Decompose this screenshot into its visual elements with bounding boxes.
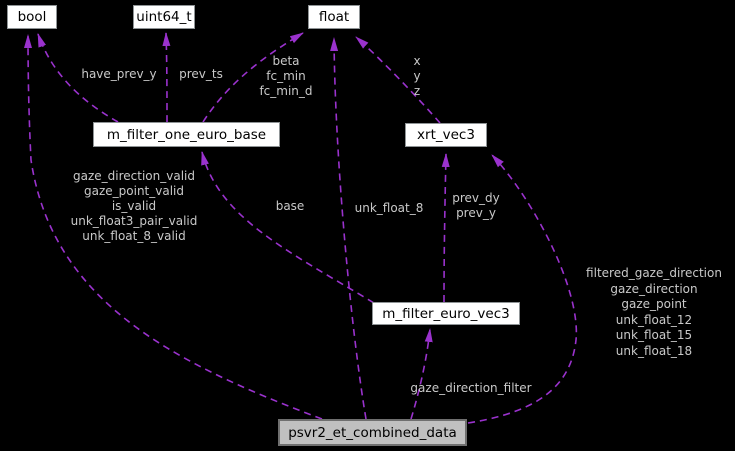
edge-label-line: gaze_direction_filter xyxy=(410,381,532,395)
edge-label-line: unk_float_15 xyxy=(615,328,693,342)
edge-label-base: base xyxy=(276,199,305,214)
edge-psvr2-to-float xyxy=(330,37,367,420)
edge-label-xyz: x y z xyxy=(413,54,420,99)
edge-label-line: fc_min_d xyxy=(259,84,313,98)
node-uint64-t[interactable]: uint64_t xyxy=(133,5,195,29)
edge-label-line: fc_min xyxy=(266,69,306,83)
edge-one-euro-base-to-uint64 xyxy=(162,32,171,123)
edge-label-line: unk_float3_pair_valid xyxy=(70,214,198,228)
edge-label-line: x xyxy=(413,54,421,68)
edge-psvr2-to-euro-vec3 xyxy=(410,328,433,420)
edge-label-line: base xyxy=(275,199,305,213)
edge-label-line: gaze_point_valid xyxy=(83,184,184,198)
edge-label-line: prev_ts xyxy=(179,67,223,81)
edge-label-valid-flags: gaze_direction_valid gaze_point_valid is… xyxy=(71,169,198,244)
edge-psvr2-to-bool xyxy=(24,34,323,420)
edge-label-unk-float-8: unk_float_8 xyxy=(355,201,424,216)
node-float[interactable]: float xyxy=(308,5,360,29)
node-xrt-vec3[interactable]: xrt_vec3 xyxy=(405,123,487,147)
node-m-filter-euro-vec3[interactable]: m_filter_euro_vec3 xyxy=(372,302,520,325)
node-m-filter-one-euro-base[interactable]: m_filter_one_euro_base xyxy=(93,122,280,147)
edge-label-line: y xyxy=(413,69,421,83)
edge-psvr2-to-xrt-vec3 xyxy=(467,154,578,424)
edge-euro-vec3-to-one-euro-base xyxy=(201,151,375,304)
edge-label-line: prev_dy xyxy=(452,191,500,205)
node-psvr2-et-combined-data: psvr2_et_combined_data xyxy=(278,419,467,446)
edge-label-line: have_prev_y xyxy=(81,67,157,81)
edge-label-prev-ts: prev_ts xyxy=(179,67,223,82)
node-bool[interactable]: bool xyxy=(7,5,57,29)
edge-label-line: gaze_direction xyxy=(610,281,698,296)
edge-label-line: z xyxy=(413,84,421,98)
edge-label-line: unk_float_8_valid xyxy=(82,229,186,243)
edge-label-line: unk_float_18 xyxy=(615,343,693,358)
edge-label-line: prev_y xyxy=(456,206,496,220)
edge-label-line: filtered_gaze_direction xyxy=(586,266,722,280)
edge-label-gaze-direction-filter: gaze_direction_filter xyxy=(410,381,531,396)
edge-label-beta-fcmin: beta fc_min fc_min_d xyxy=(259,54,312,99)
edge-label-line: is_valid xyxy=(111,199,157,213)
edge-label-line: unk_float_8 xyxy=(354,201,424,215)
edge-euro-vec3-to-xrt-vec3 xyxy=(441,153,450,303)
edge-xrt-vec3-to-float xyxy=(355,36,441,124)
edge-label-line: beta xyxy=(272,54,300,68)
edge-label-line: unk_float_12 xyxy=(615,312,693,327)
edge-label-prev-dy: prev_dy prev_y xyxy=(452,191,500,221)
edge-label-line: gaze_direction_valid xyxy=(73,169,195,183)
edge-label-line: gaze_point xyxy=(621,297,687,311)
edge-one-euro-base-to-float xyxy=(202,32,304,123)
edge-label-have-prev-y: have_prev_y xyxy=(81,67,156,82)
edge-label-gaze-fields: filtered_gaze_direction gaze_direction g… xyxy=(586,266,722,359)
